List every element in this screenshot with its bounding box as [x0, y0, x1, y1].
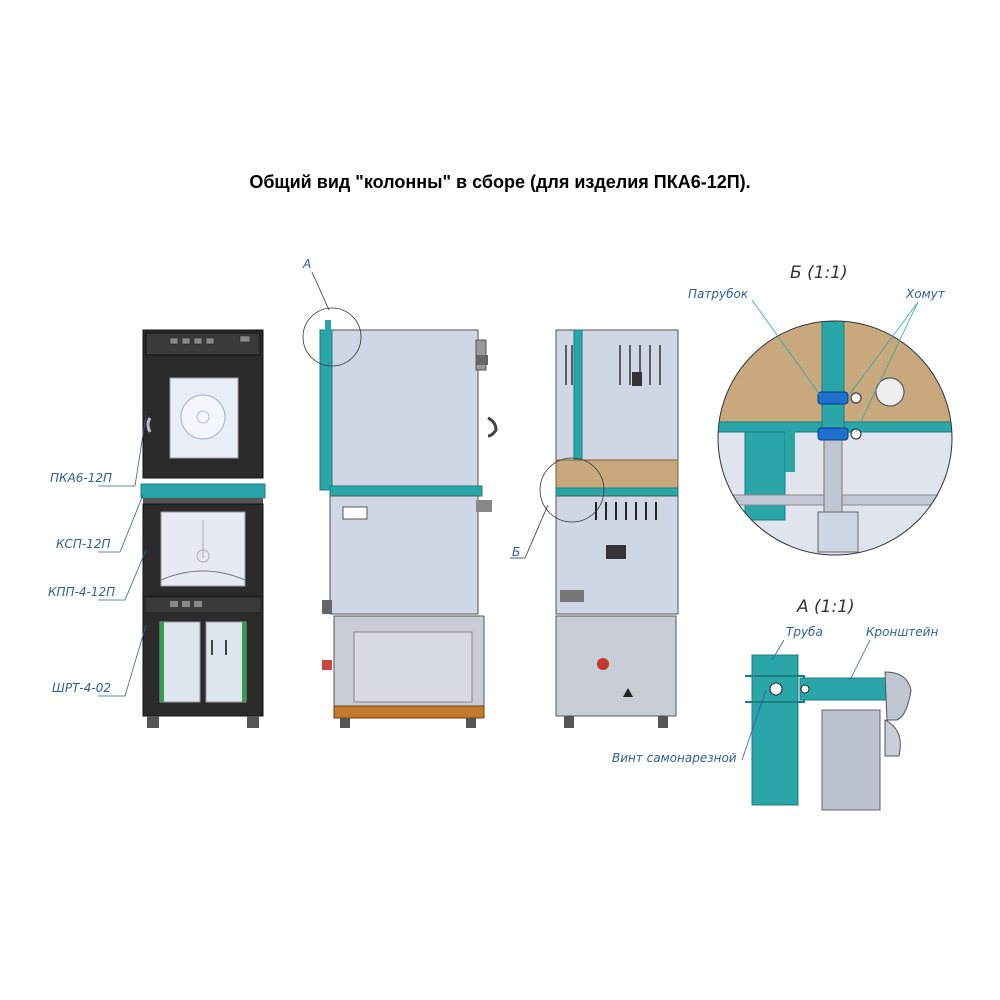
- callout-a: А: [302, 257, 311, 271]
- callout-b: Б: [512, 545, 520, 559]
- label-khomut: Хомут: [905, 287, 946, 301]
- label-truba: Труба: [786, 625, 823, 639]
- label-ksp: КСП-12П: [56, 537, 111, 551]
- drawing-title: Общий вид "колонны" в сборе (для изделия…: [249, 172, 751, 192]
- detail-b-title: Б (1:1): [790, 263, 848, 283]
- detail-b: Б (1:1) Патрубок Хомут: [688, 263, 953, 556]
- front-view: ПКА6-12П КСП-12П КПП-4-12П ШРТ-4-02: [48, 329, 266, 728]
- label-patrubok: Патрубок: [688, 287, 749, 301]
- label-kpp: КПП-4-12П: [48, 585, 115, 599]
- label-pka6: ПКА6-12П: [50, 471, 112, 485]
- label-vint: Винт самонарезной: [612, 751, 737, 765]
- label-kronshtein: Кронштейн: [866, 625, 938, 639]
- detail-a: А (1:1) Труба Кронштейн Винт самонарезно…: [612, 597, 938, 811]
- door-handle-icon: [146, 417, 152, 433]
- label-shrt: ШРТ-4-02: [52, 681, 111, 695]
- detail-a-title: А (1:1): [796, 597, 855, 617]
- rear-view: Б: [510, 329, 679, 728]
- side-view: А: [302, 257, 498, 728]
